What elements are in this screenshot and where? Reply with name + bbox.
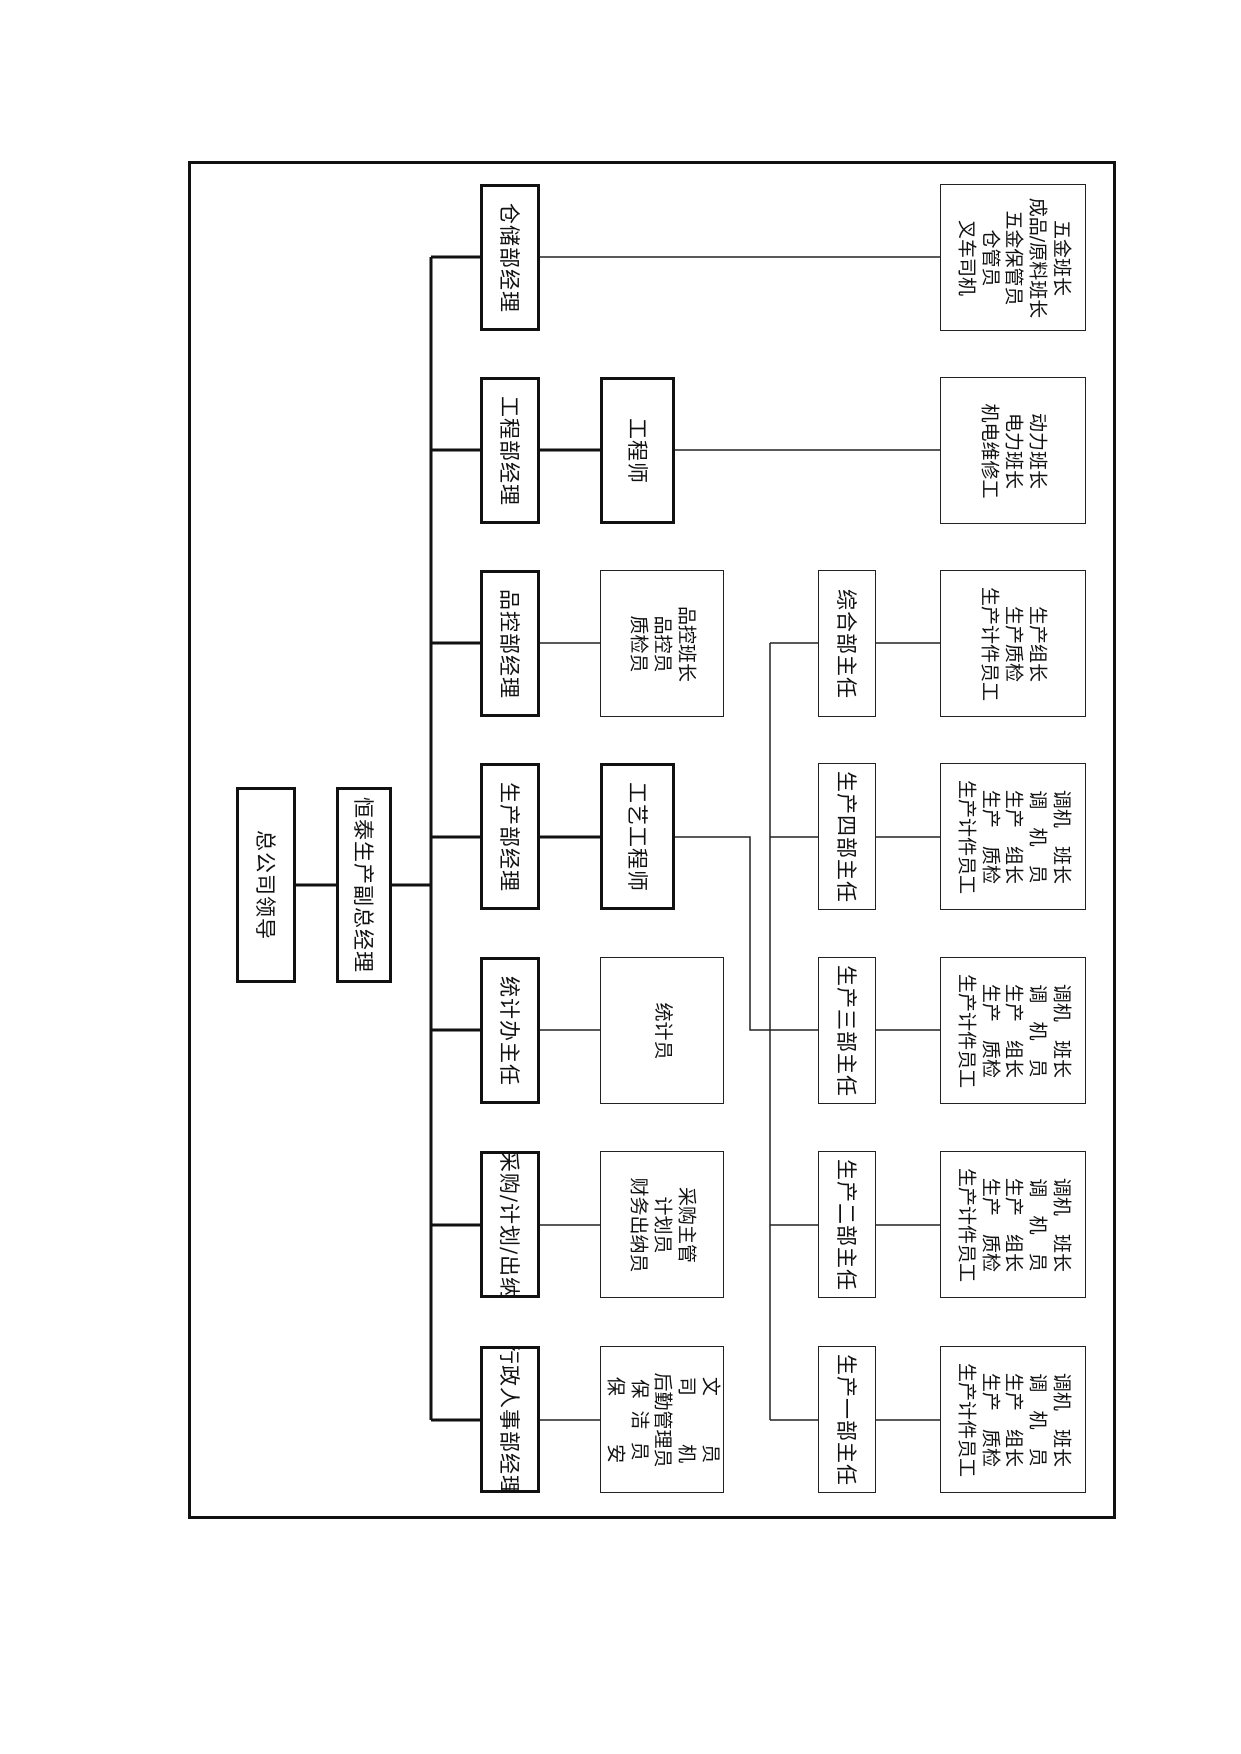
staff-line: 采购主管 <box>675 1186 698 1263</box>
top-leadership-label: 总公司领导 <box>253 830 277 940</box>
production-unit-1-label: 生产一部主任 <box>834 1353 858 1486</box>
production-unit-1-box: 生产一部主任 <box>818 1346 876 1493</box>
staff-line: 质检员 <box>628 614 651 673</box>
dept-engineering-label: 工程部经理 <box>497 395 521 506</box>
staff-line: 生产 质检 <box>979 789 1002 884</box>
staff-line: 动力班长 <box>1026 412 1049 489</box>
staff-line: 生产 组长 <box>1002 983 1025 1078</box>
engineering-staff-box: 动力班长 电力班长 机电维修工 <box>940 377 1086 524</box>
dept-production-box: 生产部经理 <box>480 763 540 910</box>
staff-line: 保 安 <box>604 1376 627 1463</box>
staff-line: 生产 质检 <box>979 983 1002 1078</box>
staff-line: 计划员 <box>651 1195 674 1254</box>
production-unit-2-box: 生产二部主任 <box>818 1151 876 1298</box>
staff-line: 生产组长 <box>1026 605 1049 682</box>
vice-gm-label: 恒泰生产副总经理 <box>351 797 375 973</box>
dept-admin-hr-box: 行政人事部经理 <box>480 1346 540 1493</box>
staff-line: 生产 组长 <box>1002 1372 1025 1467</box>
staff-line: 生产 质检 <box>979 1177 1002 1272</box>
staff-line: 仓管员 <box>979 228 1002 286</box>
connector-engineer-bus <box>675 836 770 1031</box>
staff-line: 叉车司机 <box>955 219 978 296</box>
production-unit-3-label: 生产三部主任 <box>834 964 858 1097</box>
staff-line: 生产 组长 <box>1002 789 1025 884</box>
quality-staff-box: 品控班长 品控员 质检员 <box>600 570 724 717</box>
staff-line: 品控员 <box>651 614 674 673</box>
unit-1-staff-box: 调机 班长 调 机 员 生产 组长 生产 质检 生产计件员工 <box>940 1346 1086 1493</box>
staff-line: 生产质检 <box>1002 605 1025 682</box>
purchasing-staff-box: 采购主管 计划员 财务出纳员 <box>600 1151 724 1298</box>
dept-warehouse-box: 仓储部经理 <box>480 184 540 331</box>
production-unit-5-box: 综合部主任 <box>818 570 876 717</box>
staff-line: 财务出纳员 <box>628 1176 651 1273</box>
production-unit-5-label: 综合部主任 <box>834 588 858 699</box>
staff-line: 生产计件员工 <box>955 779 978 894</box>
staff-line: 司 机 <box>675 1376 698 1463</box>
production-unit-4-box: 生产四部主任 <box>818 763 876 910</box>
admin-hr-staff-box: 文 员 司 机 后勤管理员 保 洁 员 保 安 <box>600 1346 724 1493</box>
unit-3-staff-box: 调机 班长 调 机 员 生产 组长 生产 质检 生产计件员工 <box>940 957 1086 1104</box>
staff-line: 五金保管员 <box>1002 209 1025 305</box>
dept-warehouse-label: 仓储部经理 <box>497 202 521 313</box>
staff-line: 品控班长 <box>675 605 698 682</box>
process-engineer-box: 工艺工程师 <box>600 763 675 910</box>
staff-line: 调机 班长 <box>1050 1372 1073 1467</box>
staff-line: 保 洁 员 <box>628 1378 651 1461</box>
dept-quality-box: 品控部经理 <box>480 570 540 717</box>
staff-line: 调 机 员 <box>1026 789 1049 884</box>
unit-5-staff-box: 生产组长 生产质检 生产计件员工 <box>940 570 1086 717</box>
staff-line: 成品/原料班长 <box>1026 197 1049 318</box>
dept-statistics-box: 统计办主任 <box>480 957 540 1104</box>
staff-line: 调机 班长 <box>1050 1177 1073 1272</box>
dept-engineering-box: 工程部经理 <box>480 377 540 524</box>
warehouse-staff-box: 五金班长 成品/原料班长 五金保管员 仓管员 叉车司机 <box>940 184 1086 331</box>
staff-line: 统计员 <box>651 1001 674 1060</box>
staff-line: 电力班长 <box>1002 412 1025 489</box>
staff-line: 生产计件员工 <box>955 1167 978 1282</box>
staff-line: 生产计件员工 <box>955 1362 978 1477</box>
process-engineer-label: 工艺工程师 <box>624 781 649 892</box>
dept-quality-label: 品控部经理 <box>497 588 521 699</box>
staff-line: 生产计件员工 <box>955 973 978 1088</box>
top-leadership-box: 总公司领导 <box>236 787 296 983</box>
production-unit-2-label: 生产二部主任 <box>834 1158 858 1291</box>
dept-production-label: 生产部经理 <box>497 781 521 892</box>
staff-line: 后勤管理员 <box>651 1371 674 1468</box>
staff-line: 生产计件员工 <box>979 586 1002 701</box>
engineer-box: 工程师 <box>600 377 675 524</box>
staff-line: 调机 班长 <box>1050 983 1073 1078</box>
staff-line: 机电维修工 <box>979 402 1002 499</box>
production-unit-4-label: 生产四部主任 <box>834 770 858 903</box>
chart-frame <box>188 161 1116 1519</box>
unit-2-staff-box: 调机 班长 调 机 员 生产 组长 生产 质检 生产计件员工 <box>940 1151 1086 1298</box>
staff-line: 调 机 员 <box>1026 1177 1049 1272</box>
unit-4-staff-box: 调机 班长 调 机 员 生产 组长 生产 质检 生产计件员工 <box>940 763 1086 910</box>
staff-line: 调 机 员 <box>1026 983 1049 1078</box>
production-unit-3-box: 生产三部主任 <box>818 957 876 1104</box>
statistics-staff-box: 统计员 <box>600 957 724 1104</box>
engineer-label: 工程师 <box>624 417 649 484</box>
staff-line: 文 员 <box>699 1376 722 1463</box>
staff-line: 调 机 员 <box>1026 1372 1049 1467</box>
staff-line: 生产 组长 <box>1002 1177 1025 1272</box>
staff-line: 调机 班长 <box>1050 789 1073 884</box>
dept-admin-hr-label: 行政人事部经理 <box>497 1346 521 1493</box>
staff-line: 五金班长 <box>1050 219 1073 296</box>
dept-purchasing-label: 采购/计划/出纳 <box>497 1151 521 1298</box>
dept-purchasing-box: 采购/计划/出纳 <box>480 1151 540 1298</box>
dept-statistics-label: 统计办主任 <box>497 975 521 1086</box>
vice-gm-box: 恒泰生产副总经理 <box>336 787 392 983</box>
staff-line: 生产 质检 <box>979 1372 1002 1467</box>
